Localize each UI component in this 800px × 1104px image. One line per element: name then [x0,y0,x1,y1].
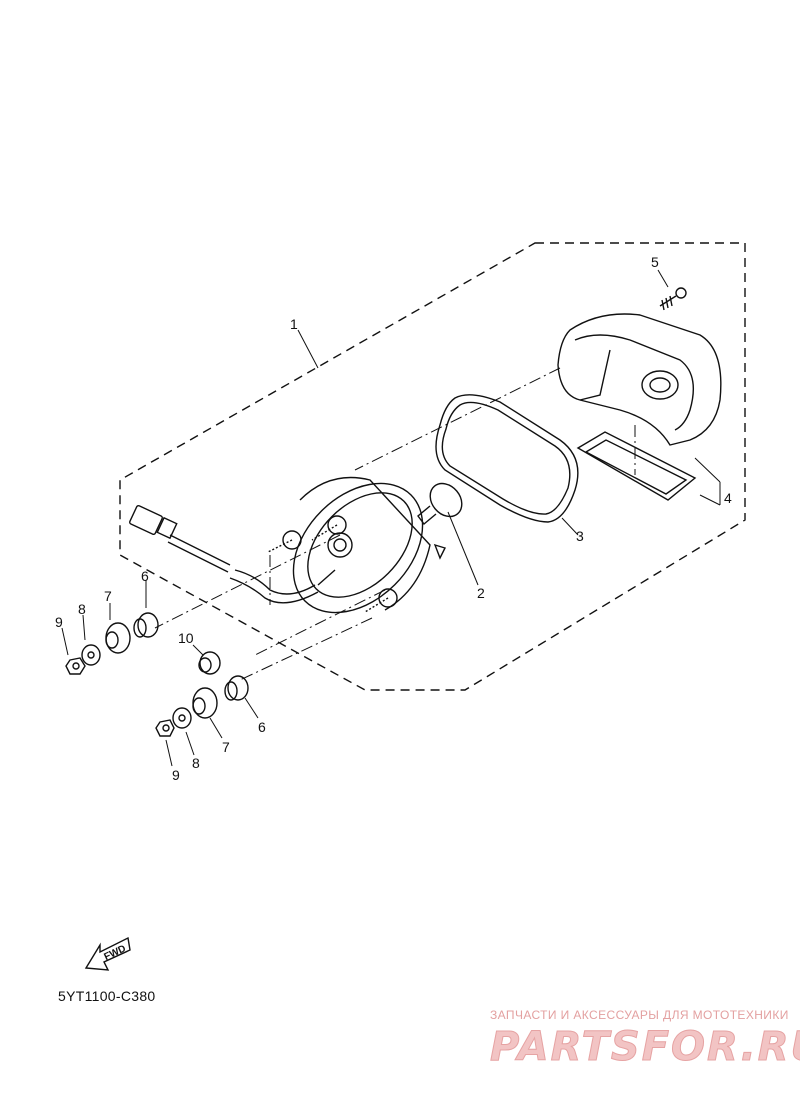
housing-base [292,476,446,614]
lens [557,313,722,446]
assembly-outline [119,242,746,691]
stud-left [267,530,302,553]
screw [657,269,687,311]
label-part-7-upper: 7 [104,588,112,604]
label-part-4: 4 [724,490,732,506]
reflector-plate [576,431,721,506]
label-part-6-upper: 6 [141,568,149,584]
reference-lines [154,367,636,681]
fastener-set-a [61,580,159,675]
stud-bottom [364,588,398,613]
label-part-8-upper: 8 [78,601,86,617]
gasket [435,394,579,536]
label-part-8-lower: 8 [192,755,200,771]
label-part-3: 3 [576,528,584,544]
label-part-1: 1 [290,316,298,332]
bulb [417,482,479,586]
watermark-tagline: ЗАПЧАСТИ И АКСЕССУАРЫ ДЛЯ МОТОТЕХНИКИ [490,1008,789,1022]
fwd-label: FWD [102,943,127,963]
fastener-set-b [155,675,259,767]
diagram-code: 5YT1100-C380 [58,988,156,1004]
label-part-2: 2 [477,585,485,601]
leader-1 [297,329,319,369]
label-part-5: 5 [651,254,659,270]
fwd-arrow-icon [84,936,131,971]
label-part-6-lower: 6 [258,719,266,735]
label-part-7-lower: 7 [222,739,230,755]
watermark-logo: PARTSFOR.RU [489,1024,800,1071]
label-part-10: 10 [178,630,194,646]
stud-top [311,515,347,541]
wire-harness [129,504,336,604]
spacer [192,644,221,675]
label-part-9-upper: 9 [55,614,63,630]
label-part-9-lower: 9 [172,767,180,783]
